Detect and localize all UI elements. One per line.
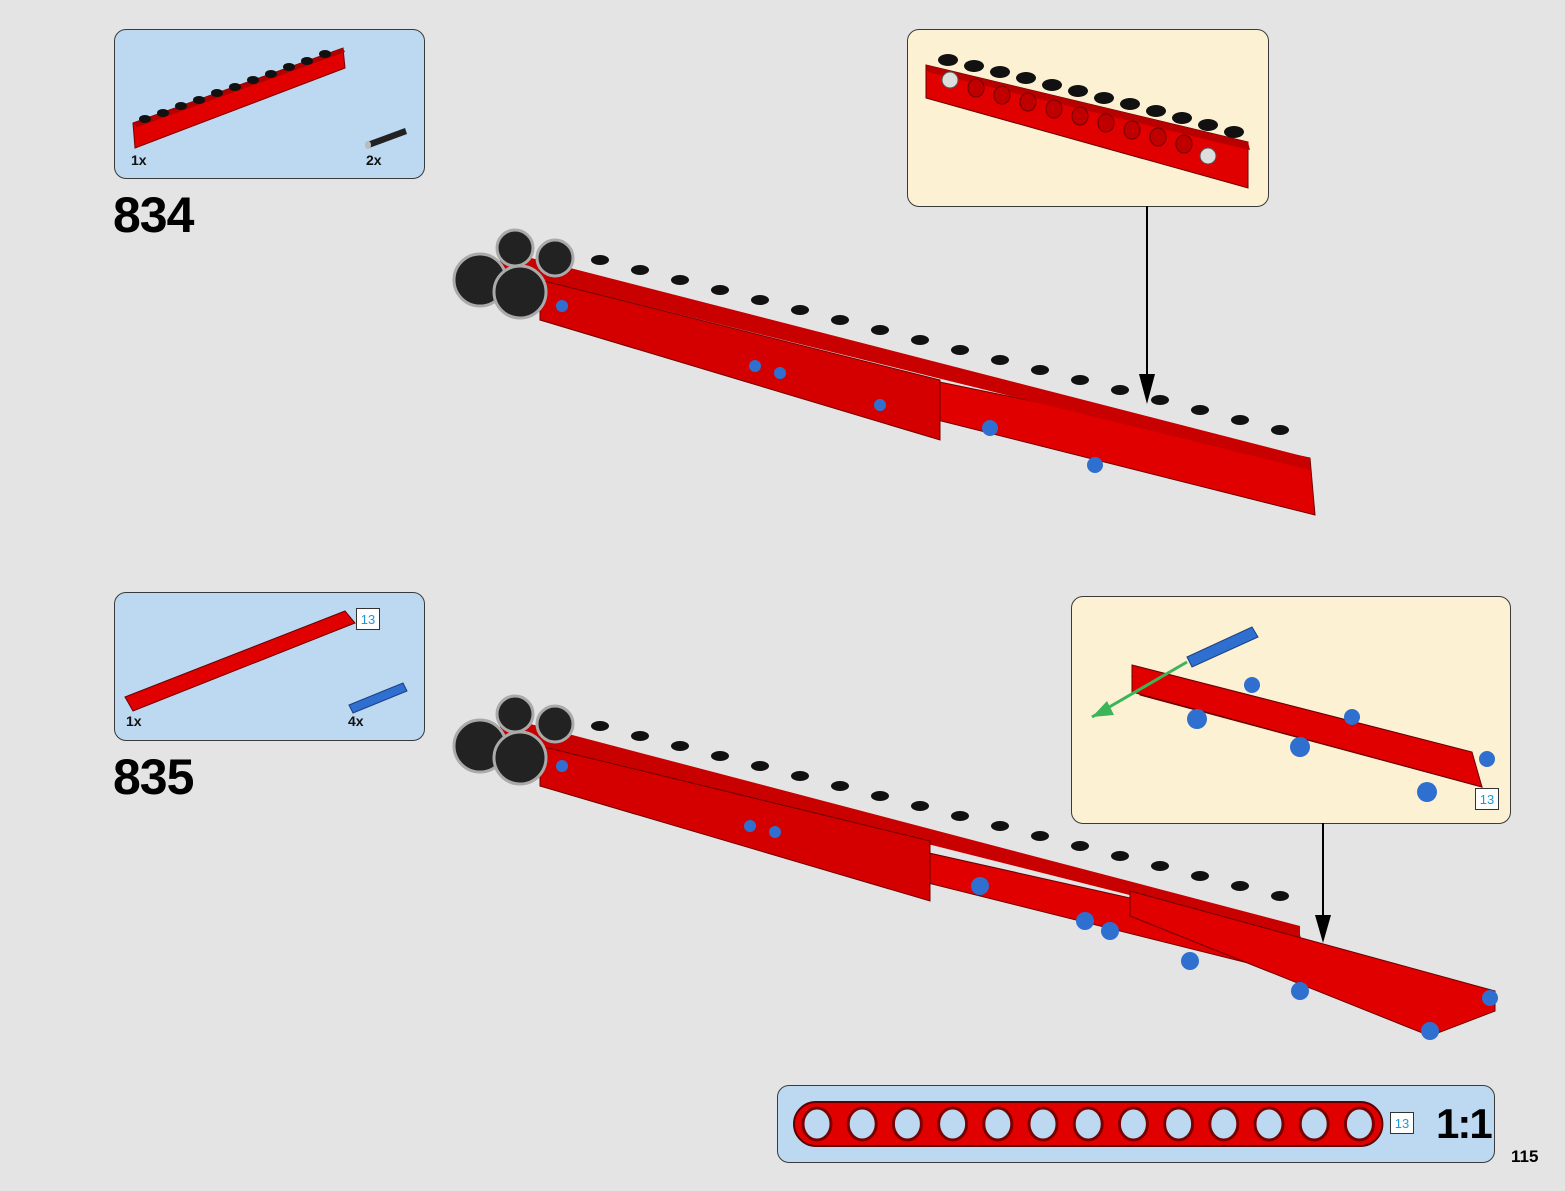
arrow-head-icon bbox=[1315, 915, 1331, 943]
beam-hole bbox=[1163, 1106, 1195, 1142]
length-badge: 13 bbox=[1475, 788, 1499, 810]
scale-label: 1:1 bbox=[1436, 1100, 1493, 1147]
red-brick-1x12-part bbox=[132, 47, 346, 149]
length-badge: 13 bbox=[356, 608, 380, 630]
page-number: 115 bbox=[1511, 1147, 1539, 1166]
parts-list-834: 1x 2x bbox=[114, 29, 425, 179]
beam-hole bbox=[1343, 1106, 1375, 1142]
beam-hole bbox=[891, 1106, 923, 1142]
arrow-head-icon bbox=[1139, 374, 1155, 404]
assembly-model-835 bbox=[452, 694, 1498, 1040]
beam-hole bbox=[1027, 1106, 1059, 1142]
beam-hole bbox=[1298, 1106, 1330, 1142]
beam-hole bbox=[1117, 1106, 1149, 1142]
callout-arrow bbox=[1146, 206, 1148, 376]
callout-835: 13 bbox=[1071, 596, 1511, 824]
blue-pin-part bbox=[348, 682, 408, 714]
beam-hole bbox=[801, 1106, 833, 1142]
red-beam-13-part bbox=[124, 610, 356, 712]
beam-hole bbox=[1072, 1106, 1104, 1142]
brick-with-pins-illustration bbox=[925, 54, 1250, 189]
step-number: 834 bbox=[113, 187, 194, 243]
beam-hole bbox=[1208, 1106, 1240, 1142]
part-quantity: 1x bbox=[126, 713, 142, 729]
parts-list-835: 13 1x 4x bbox=[114, 592, 425, 741]
beam-hole bbox=[846, 1106, 878, 1142]
step-number: 835 bbox=[113, 749, 194, 805]
beam-with-pins-illustration bbox=[1091, 626, 1495, 802]
callout-arrow bbox=[1322, 823, 1324, 918]
scale-reference-box: 13 1:1 bbox=[777, 1085, 1495, 1163]
beam-hole bbox=[1253, 1106, 1285, 1142]
length-badge: 13 bbox=[1390, 1112, 1414, 1134]
beam-13-scale-illustration bbox=[793, 1101, 1384, 1147]
part-quantity: 4x bbox=[348, 713, 364, 729]
black-pin-part bbox=[365, 128, 407, 149]
beam-hole bbox=[937, 1106, 969, 1142]
part-quantity: 2x bbox=[366, 152, 382, 168]
callout-834 bbox=[907, 29, 1269, 207]
beam-hole bbox=[982, 1106, 1014, 1142]
part-quantity: 1x bbox=[131, 152, 147, 168]
assembly-model-834 bbox=[452, 228, 1316, 516]
